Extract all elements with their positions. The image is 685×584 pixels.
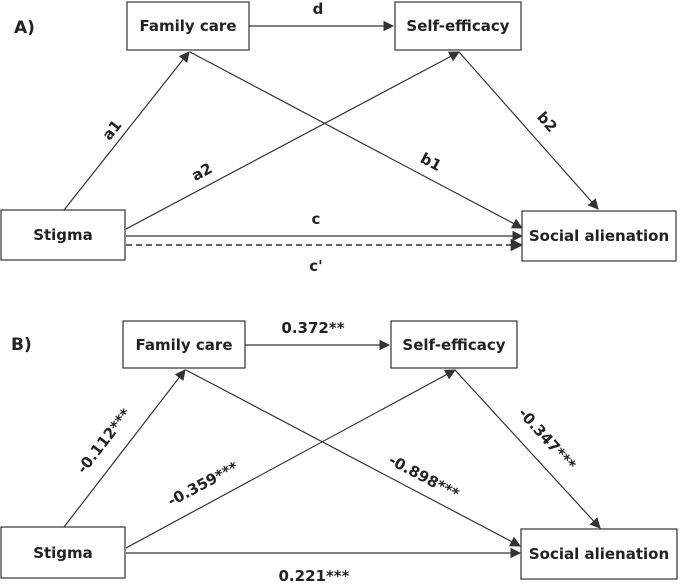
edge-label-b2: -0.347*** [514,404,579,474]
edge-label-b1: b1 [417,149,444,175]
node-stigma: Stigma [0,209,126,261]
edge-label-c-prime: c' [309,257,322,275]
edge-b2 [458,51,599,210]
node-label: Self-efficacy [402,336,505,354]
node-family-care: Family care [126,1,250,51]
node-social-alienation: Social alienation [521,210,677,262]
panel-b: B) 0.372** -0.112*** -0.359*** -0.898***… [0,319,678,584]
edge-a2 [125,369,456,549]
node-family-care: Family care [122,320,246,369]
edge-b1 [189,51,523,229]
edge-b1 [185,369,521,547]
edge-label-d: d [313,0,324,18]
panel-a-label: A) [14,18,35,38]
node-label: Family care [136,336,233,354]
edge-label-a1: a1 [99,116,126,143]
edge-a1 [63,51,190,211]
edge-label-a1: -0.112*** [73,405,135,477]
node-label: Stigma [33,544,93,562]
edge-label-a2: -0.359*** [165,458,242,510]
panel-b-label: B) [11,335,32,355]
panel-a: A) d a1 a2 b1 b2 c c' Family care Self-e… [0,0,677,275]
edge-label-c: c [312,210,321,228]
edge-a1 [63,369,186,528]
node-label: Stigma [33,226,93,244]
node-self-efficacy: Self-efficacy [394,1,522,51]
node-social-alienation: Social alienation [520,528,678,580]
edge-label-b2: b2 [533,108,561,136]
node-label: Self-efficacy [406,17,509,35]
node-label: Family care [140,17,237,35]
node-label: Social alienation [529,227,669,245]
edge-a2 [125,51,460,230]
node-stigma: Stigma [0,526,126,579]
node-self-efficacy: Self-efficacy [390,320,518,369]
edge-label-a2: a2 [189,159,216,185]
edge-label-c: 0.221*** [279,567,350,584]
node-label: Social alienation [529,545,669,563]
edge-b2 [454,369,601,529]
edge-label-d: 0.372** [281,319,344,337]
